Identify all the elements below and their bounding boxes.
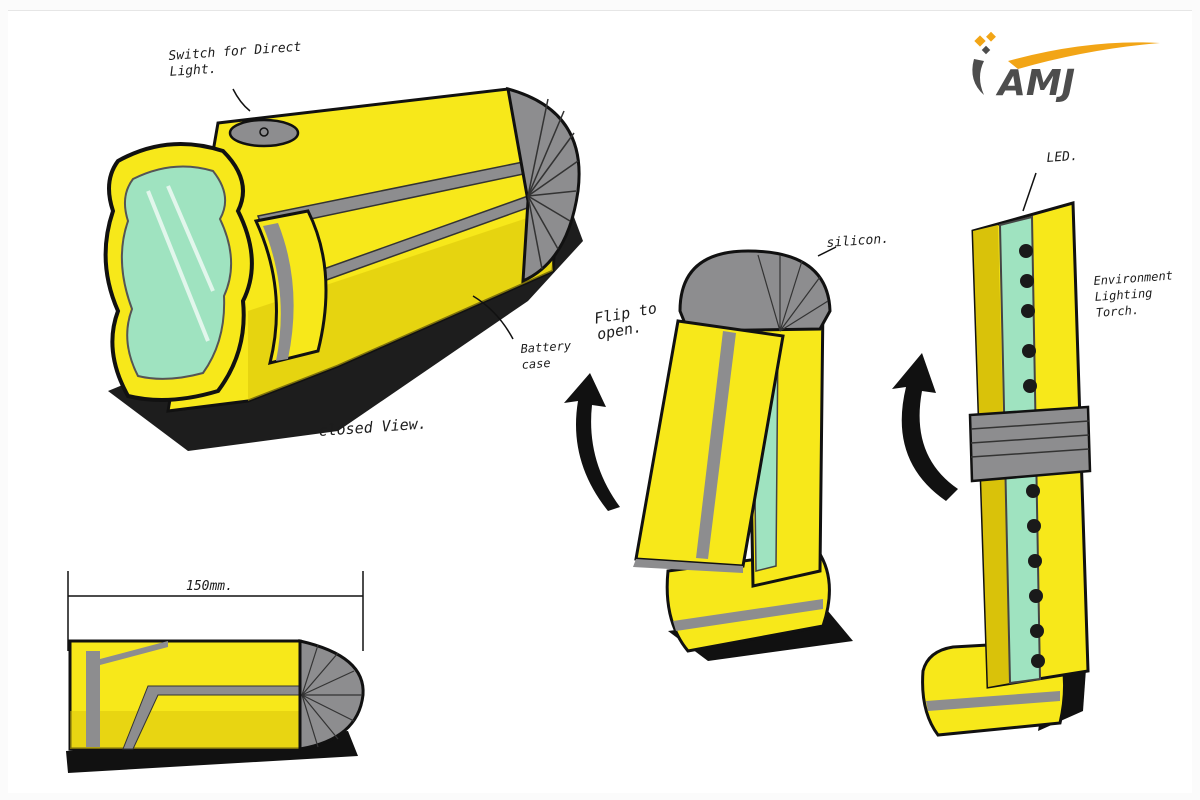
logo-swoosh [1008,42,1160,69]
switch-leader-arrow [232,88,251,112]
led-dots [1019,244,1045,668]
logo-text: AMJ [995,63,1075,104]
silicon-bands [968,405,1092,483]
led-leader [1022,172,1037,212]
lens [120,165,233,380]
environment-note: Environment Lighting Torch. [1093,268,1174,320]
side-fan-ribs [301,644,362,748]
power-switch [228,118,300,148]
dome-ribs [757,254,829,332]
logo-figure [972,59,984,95]
opening-base-stripe [673,599,823,631]
dimension-note: 150mm. [186,579,233,594]
flap-stripe [696,331,736,559]
fan-ribs [527,98,579,270]
silicon-leader [817,246,837,257]
lens-highlight [146,185,215,342]
power-icon [259,127,269,137]
side-collar [86,651,100,747]
battery-case-note: Battery case [520,338,572,372]
sketch-canvas: AMJ [66,31,1160,773]
silicon-dome [678,249,832,333]
flashlight-open-view [892,172,1092,737]
logo-diamond [981,45,991,55]
flip-arrow-right [892,353,958,501]
flashlight-closed-view [103,86,583,451]
battery-leader-arrow [472,295,514,340]
collar-band [263,223,294,361]
body-shade [248,211,553,401]
flashlight-side-view [66,571,365,773]
logo-diamond [974,35,986,47]
sketch-sheet: AMJ [8,10,1192,793]
flip-arrow-left [564,373,620,511]
tall-base-stripe [926,691,1060,711]
amj-logo: AMJ [972,31,1160,104]
flashlight-opening-view [564,246,853,661]
logo-diamond [986,31,996,42]
side-top-stripe [100,641,168,665]
flap-edge [633,559,743,573]
led-note: LED. [1046,148,1079,166]
side-body-shade [70,711,300,749]
